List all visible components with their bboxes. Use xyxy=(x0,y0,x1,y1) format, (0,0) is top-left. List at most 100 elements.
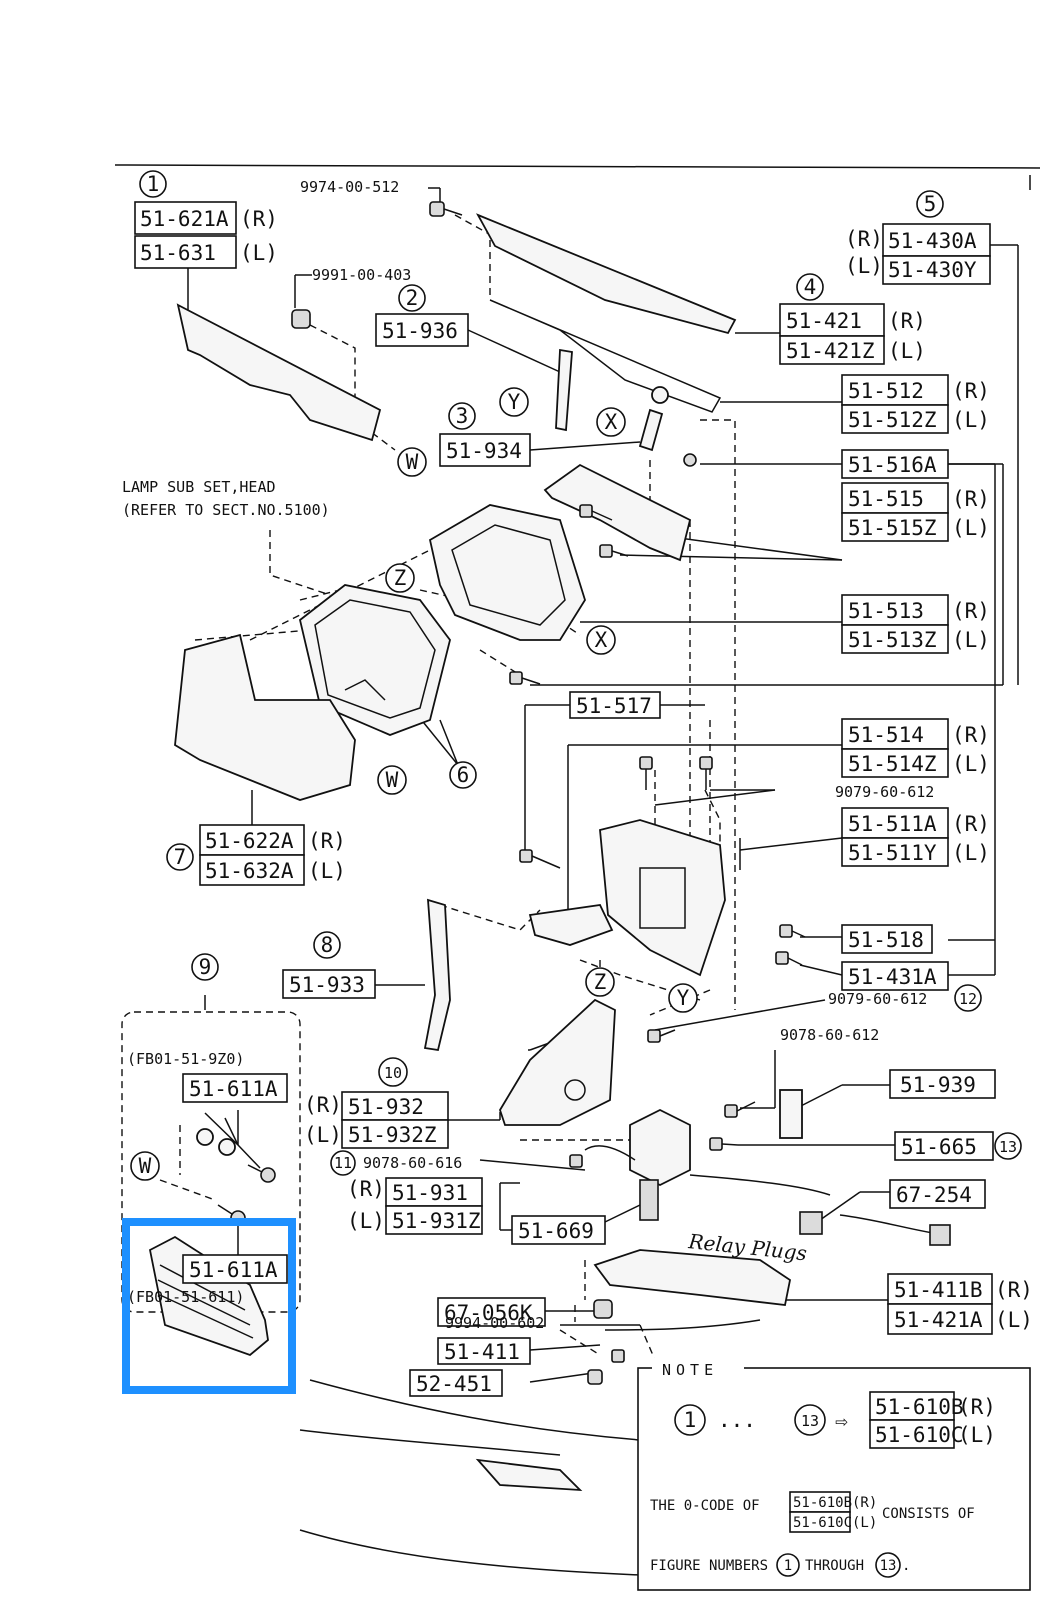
note-line2-ref-start: 1 xyxy=(784,1558,792,1574)
kit-code-upper: (FB01-51-9Z0) xyxy=(127,1050,244,1068)
link-rod-936 xyxy=(555,348,573,432)
bumper-opening xyxy=(475,1458,583,1492)
svg-text:(L): (L) xyxy=(888,339,926,363)
motor-harness xyxy=(584,1145,636,1161)
letter-w-1: W xyxy=(397,447,427,477)
part-label-411: 51-411 xyxy=(437,1337,531,1365)
letter-w-2: W xyxy=(377,765,407,795)
svg-text:2: 2 xyxy=(406,286,419,310)
part-label-932: (R) 51-932 xyxy=(304,1091,449,1121)
letter-z-2: Z xyxy=(585,967,615,997)
bolt-icon xyxy=(509,504,629,685)
part-label-631: 51-631 (L) xyxy=(134,235,278,269)
lamp-note-line1: LAMP SUB SET,HEAD xyxy=(122,478,276,496)
part-label-67-254: 67-254 xyxy=(889,1179,986,1209)
svg-text:51-431A: 51-431A xyxy=(848,965,937,989)
svg-text:51-631: 51-631 xyxy=(140,241,216,265)
svg-text:51-934: 51-934 xyxy=(446,439,522,463)
part-label-933: 51-933 xyxy=(282,969,376,999)
part-label-611a-upper: 51-611A xyxy=(182,1073,288,1103)
svg-text:(L): (L) xyxy=(952,841,990,865)
bumper-line xyxy=(299,1429,561,1456)
svg-text:51-932: 51-932 xyxy=(348,1095,424,1119)
letter-x-2: X xyxy=(586,625,616,655)
hw-label-9079-b: 9079-60-612 xyxy=(828,990,927,1008)
svg-text:(L): (L) xyxy=(952,516,990,540)
svg-text:51-411: 51-411 xyxy=(444,1340,520,1364)
ref-13: 13 xyxy=(994,1132,1022,1160)
link-rod-933 xyxy=(423,898,451,1052)
svg-text:5: 5 xyxy=(924,192,937,216)
svg-text:67-254: 67-254 xyxy=(896,1183,972,1207)
svg-text:X: X xyxy=(595,628,608,652)
part-label-514: 51-514 (R) xyxy=(841,718,990,750)
svg-text:51-939: 51-939 xyxy=(900,1073,976,1097)
ref-4: 4 xyxy=(796,273,824,301)
bracket-hole xyxy=(564,1079,586,1101)
part-label-513z: 51-513Z (L) xyxy=(841,624,990,654)
svg-text:(R): (R) xyxy=(845,227,883,251)
headlamp-lid xyxy=(475,213,737,335)
part-label-518: 51-518 xyxy=(841,924,933,954)
part-label-512z: 51-512Z (L) xyxy=(841,404,990,434)
motor-bracket-932 xyxy=(499,998,616,1126)
svg-text:51-518: 51-518 xyxy=(848,928,924,952)
part-label-513: 51-513 (R) xyxy=(841,594,990,626)
letter-y-1: Y xyxy=(499,387,529,417)
svg-text:(L): (L) xyxy=(952,408,990,432)
svg-text:51-515Z: 51-515Z xyxy=(848,516,937,540)
svg-text:(R): (R) xyxy=(888,309,926,333)
svg-text:52-451: 52-451 xyxy=(416,1372,492,1396)
svg-text:(L): (L) xyxy=(308,859,346,883)
svg-text:51-517: 51-517 xyxy=(576,694,652,718)
svg-text:51-622A: 51-622A xyxy=(205,829,294,853)
svg-text:51-430Y: 51-430Y xyxy=(888,258,977,282)
part-label-931z: (L) 51-931Z xyxy=(347,1205,483,1235)
svg-text:W: W xyxy=(139,1154,152,1178)
svg-text:4: 4 xyxy=(804,275,817,299)
svg-text:9: 9 xyxy=(199,955,212,979)
note-line1-a: THE 0-CODE OF xyxy=(650,1498,760,1514)
note-inline-code-b: 51-610C xyxy=(793,1515,852,1531)
svg-text:(L): (L) xyxy=(952,752,990,776)
clip-67-056k xyxy=(593,1299,613,1319)
highlighted-inset xyxy=(122,1218,296,1394)
svg-text:(R): (R) xyxy=(995,1278,1033,1302)
svg-text:51-933: 51-933 xyxy=(289,973,365,997)
svg-text:51-411B: 51-411B xyxy=(894,1278,983,1302)
svg-text:(L): (L) xyxy=(240,241,278,265)
svg-text:51-665: 51-665 xyxy=(901,1135,977,1159)
svg-text:51-512Z: 51-512Z xyxy=(848,408,937,432)
svg-text:51-512: 51-512 xyxy=(848,379,924,403)
svg-text:(R): (R) xyxy=(952,723,990,747)
note-inline-side-l: (L) xyxy=(852,1515,877,1531)
note-code-b: 51-610C xyxy=(875,1423,964,1447)
svg-text:(L): (L) xyxy=(952,628,990,652)
svg-text:51-611A: 51-611A xyxy=(189,1258,278,1282)
ref-3: 3 xyxy=(448,402,476,430)
note-ellipsis: ... xyxy=(718,1408,756,1432)
svg-text:3: 3 xyxy=(456,404,469,428)
ref-8: 8 xyxy=(313,931,341,959)
svg-text:(L): (L) xyxy=(995,1308,1033,1332)
svg-text:51-511Y: 51-511Y xyxy=(848,841,937,865)
note-inline-code-a: 51-610B xyxy=(793,1495,852,1511)
ref-6: 6 xyxy=(449,761,477,789)
svg-text:51-516A: 51-516A xyxy=(848,453,937,477)
grille-insert xyxy=(148,1235,269,1357)
connector-67-254 xyxy=(799,1211,823,1235)
svg-text:(R): (R) xyxy=(304,1093,342,1117)
ref-10: 10 xyxy=(378,1057,408,1087)
svg-text:51-611A: 51-611A xyxy=(189,1077,278,1101)
kit-code-lower: (FB01-51-611) xyxy=(127,1288,244,1306)
part-label-514z: 51-514Z (L) xyxy=(841,748,990,778)
part-label-515z: 51-515Z (L) xyxy=(841,512,990,542)
bolt-icon xyxy=(519,756,806,1043)
note-ref-end-label: 13 xyxy=(801,1412,819,1430)
svg-text:51-421: 51-421 xyxy=(786,309,862,333)
svg-text:51-511A: 51-511A xyxy=(848,812,937,836)
bumper-lower xyxy=(299,1529,641,1576)
svg-text:51-515: 51-515 xyxy=(848,487,924,511)
hw-label-9078-616: 9078-60-616 xyxy=(363,1154,462,1172)
